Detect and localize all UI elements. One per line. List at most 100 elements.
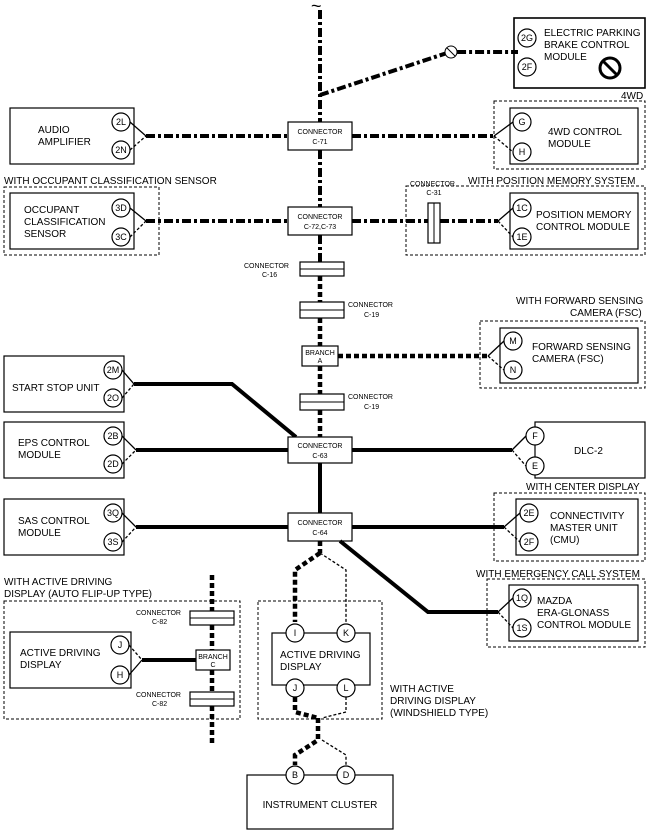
- era-glonass-module: WITH EMERGENCY CALL SYSTEM MAZDA ERA-GLO…: [338, 539, 646, 648]
- add-wind-name-2: DISPLAY: [280, 662, 322, 673]
- add-flip-name-2: DISPLAY: [20, 660, 62, 671]
- audio-name-1: AUDIO: [38, 125, 70, 136]
- add-flip-up-group: WITH ACTIVE DRIVING DISPLAY (AUTO FLIP-U…: [3, 575, 241, 743]
- c72-label-1: CONNECTOR: [298, 214, 343, 221]
- c82-bot-label-2: C-82: [152, 701, 167, 708]
- era-pin-1: 1Q: [516, 593, 528, 603]
- fsc-name-2: CAMERA (FSC): [532, 354, 604, 365]
- 4wd-group-label: 4WD: [621, 91, 643, 102]
- epb-pin-2: 2F: [522, 62, 533, 72]
- connector-c19-lower: CONNECTOR C-19: [299, 393, 393, 411]
- c19a-label-2: C-19: [364, 312, 379, 319]
- cmu-name-3: (CMU): [550, 535, 579, 546]
- c72-label-2: C-72,C-73: [304, 224, 336, 231]
- add-wind-name-1: ACTIVE DRIVING: [280, 650, 361, 661]
- position-name-1: POSITION MEMORY: [536, 210, 632, 221]
- cmu-group-label: WITH CENTER DISPLAY: [526, 482, 640, 493]
- occupant-pin-1: 3D: [115, 203, 127, 213]
- dlc-name: DLC-2: [574, 446, 603, 457]
- epb-name-1: ELECTRIC PARKING: [544, 28, 641, 39]
- add-wind-group-3: (WINDSHIELD TYPE): [390, 708, 488, 719]
- cmu-name-1: CONNECTIVITY: [550, 511, 625, 522]
- eps-name-2: MODULE: [18, 450, 61, 461]
- prohibited-icon: [598, 56, 622, 80]
- startstop-pin-1: 2M: [107, 365, 120, 375]
- eps-pin-2: 2D: [107, 459, 119, 469]
- occupant-sensor: WITH OCCUPANT CLASSIFICATION SENSOR OCCU…: [3, 176, 288, 256]
- cmu-pin-2: 2F: [524, 537, 535, 547]
- c19a-label-1: CONNECTOR: [348, 302, 393, 309]
- fsc-module: WITH FORWARD SENSING CAMERA (FSC) FORWAR…: [338, 296, 646, 389]
- 4wd-name-1: 4WD CONTROL: [548, 127, 622, 138]
- c71-label-1: CONNECTOR: [298, 129, 343, 136]
- branch-a-label-1: BRANCH: [305, 350, 335, 357]
- connector-c16: CONNECTOR C-16: [244, 261, 345, 279]
- epb-module: ELECTRIC PARKING BRAKE CONTROL MODULE 2G…: [319, 17, 646, 97]
- cluster-pin-2: D: [343, 770, 350, 780]
- bus-break-mark: ~: [311, 0, 322, 16]
- add-wind-pin-l: L: [343, 683, 348, 693]
- sas-pin-1: 3Q: [107, 508, 119, 518]
- c19b-label-1: CONNECTOR: [348, 394, 393, 401]
- occupant-name-3: SENSOR: [24, 229, 66, 240]
- era-group-label: WITH EMERGENCY CALL SYSTEM: [476, 569, 640, 580]
- sas-name-1: SAS CONTROL: [18, 516, 90, 527]
- startstop-pin-2: 2O: [107, 393, 119, 403]
- audio-pin-1: 2L: [116, 117, 126, 127]
- position-group-label: WITH POSITION MEMORY SYSTEM: [468, 176, 635, 187]
- occupant-group-label: WITH OCCUPANT CLASSIFICATION SENSOR: [4, 176, 217, 187]
- eps-name-1: EPS CONTROL: [18, 438, 90, 449]
- c31-label-2: C-31: [426, 190, 441, 197]
- audio-pin-2: 2N: [115, 145, 127, 155]
- dlc-pin-2: E: [532, 461, 538, 471]
- start-stop-unit: START STOP UNIT 2M 2O: [3, 355, 298, 439]
- connector-c19-upper: CONNECTOR C-19: [299, 301, 393, 319]
- c64-label-2: C-64: [312, 530, 327, 537]
- c71-label-2: C-71: [312, 139, 327, 146]
- c31-label-1: CONNECTOR: [410, 181, 455, 188]
- c63-label-2: C-63: [312, 453, 327, 460]
- add-wind-group-2: DRIVING DISPLAY: [390, 696, 476, 707]
- add-wind-pin-j: J: [293, 683, 298, 693]
- cmu-module: WITH CENTER DISPLAY CONNECTIVITY MASTER …: [352, 482, 646, 562]
- 4wd-pin-2: H: [519, 147, 526, 157]
- eps-pin-1: 2B: [107, 431, 118, 441]
- audio-amplifier: AUDIO AMPLIFIER 2L 2N: [9, 107, 288, 165]
- c16-label-2: C-16: [262, 272, 277, 279]
- position-pin-2: 1E: [516, 232, 527, 242]
- c82-top-label-2: C-82: [152, 619, 167, 626]
- c63-label-1: CONNECTOR: [298, 443, 343, 450]
- connector-c63: CONNECTOR C-63: [287, 436, 353, 464]
- connector-c71: CONNECTOR C-71: [287, 121, 353, 151]
- c82-bot-label-1: CONNECTOR: [136, 692, 181, 699]
- sas-pin-2: 3S: [107, 537, 118, 547]
- cmu-pin-1: 2E: [523, 508, 534, 518]
- add-flip-group-1: WITH ACTIVE DRIVING: [4, 577, 113, 588]
- sas-name-2: MODULE: [18, 528, 61, 539]
- dlc-pin-1: F: [532, 431, 538, 441]
- add-wind-pin-i: I: [294, 628, 297, 638]
- position-name-2: CONTROL MODULE: [536, 222, 630, 233]
- cmu-name-2: MASTER UNIT: [550, 523, 618, 534]
- add-windshield-group: ACTIVE DRIVING DISPLAY I K J L WITH ACTI…: [257, 600, 488, 720]
- era-name-1: MAZDA: [537, 596, 572, 607]
- add-flip-group-2: DISPLAY (AUTO FLIP-UP TYPE): [4, 589, 152, 600]
- era-name-3: CONTROL MODULE: [537, 620, 631, 631]
- fsc-group-label-1: WITH FORWARD SENSING: [516, 296, 643, 307]
- c64-label-1: CONNECTOR: [298, 520, 343, 527]
- branch-a: BRANCH A: [301, 345, 339, 367]
- epb-prohibited-mark: [444, 45, 458, 59]
- cluster-pin-1: B: [292, 770, 298, 780]
- 4wd-pin-1: G: [518, 117, 525, 127]
- position-pin-1: 1C: [516, 203, 528, 213]
- dlc2: DLC-2 F E: [352, 421, 646, 479]
- branch-c-label-1: BRANCH: [198, 654, 228, 661]
- audio-name-2: AMPLIFIER: [38, 137, 91, 148]
- cluster-name: INSTRUMENT CLUSTER: [263, 800, 378, 811]
- connector-c72-c73: CONNECTOR C-72,C-73: [287, 206, 353, 236]
- 4wd-module: 4WD 4WD CONTROL MODULE G H: [352, 91, 646, 170]
- c19b-label-2: C-19: [364, 404, 379, 411]
- connector-c64: CONNECTOR C-64: [287, 512, 353, 542]
- fsc-name-1: FORWARD SENSING: [532, 342, 631, 353]
